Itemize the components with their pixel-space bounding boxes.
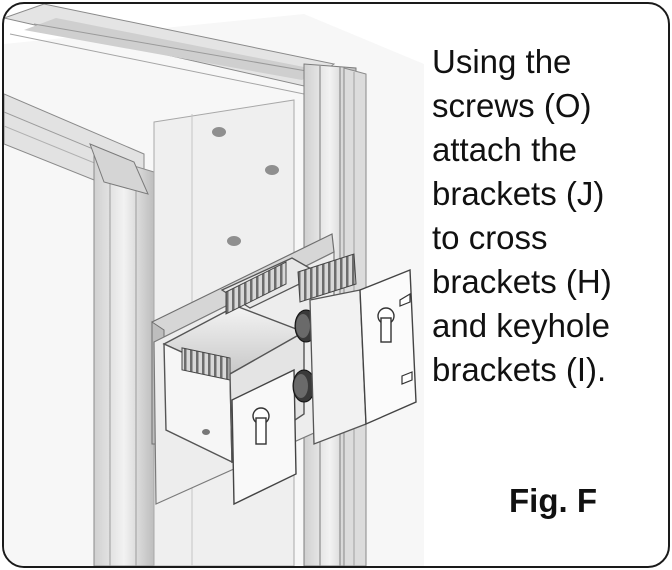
instruction-line: and keyhole: [432, 307, 610, 344]
bracket-j-upper: [220, 253, 357, 315]
instruction-line: to cross: [432, 219, 548, 256]
instruction-line: brackets (J): [432, 175, 605, 212]
instruction-line: brackets (H): [432, 263, 612, 300]
bracket-assembly-illustration: [4, 4, 424, 566]
figure-label: Fig. F: [509, 482, 597, 519]
instruction-text: Using the screws (O) attach the brackets…: [432, 40, 668, 392]
cabinet-frame: [4, 4, 424, 566]
keyhole-bracket: [309, 268, 417, 445]
instruction-line: Using the: [432, 43, 572, 80]
instruction-line: screws (O): [432, 87, 592, 124]
instruction-line: brackets (I).: [432, 351, 607, 388]
instruction-line: attach the: [432, 131, 577, 168]
bracket-j: [162, 305, 306, 506]
